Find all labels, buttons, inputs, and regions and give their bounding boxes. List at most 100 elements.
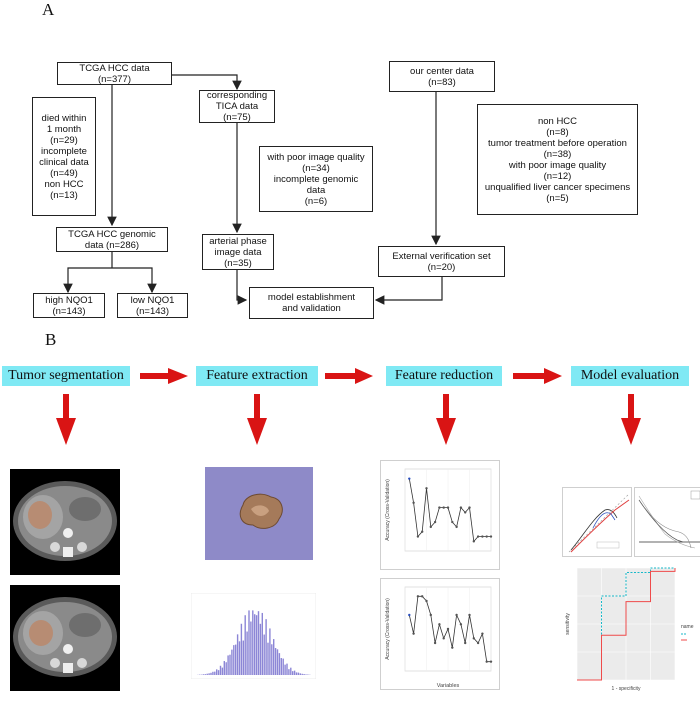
histogram-bar <box>292 671 294 675</box>
y-axis-label: Accuracy (Cross-Validation) <box>385 479 391 541</box>
data-point <box>425 599 428 603</box>
step-model-evaluation: Model evaluation <box>571 366 689 386</box>
roc-y-label: sensitivity <box>565 613 571 635</box>
calibration-plot <box>562 487 632 557</box>
data-point <box>442 506 445 509</box>
arrow-down-3 <box>436 394 456 445</box>
histogram-bar <box>288 669 290 675</box>
panel-b-label: B <box>45 330 57 349</box>
data-point <box>464 511 467 514</box>
histogram-bar <box>252 610 254 675</box>
histogram-bar <box>274 648 277 675</box>
roc-series-line <box>577 568 676 681</box>
histogram-bar <box>297 672 300 675</box>
histogram-bar <box>259 623 262 675</box>
data-point <box>464 641 467 645</box>
data-point <box>481 632 484 635</box>
data-point <box>425 487 428 490</box>
data-point <box>451 646 454 649</box>
data-point <box>429 613 432 617</box>
data-point <box>451 520 454 524</box>
data-point <box>412 632 415 635</box>
histogram-bar <box>238 641 241 675</box>
histogram-bar <box>286 663 288 675</box>
histogram-bar <box>206 673 208 675</box>
x-axis-label: Variables <box>437 683 460 689</box>
tcga-hcc-data-box: TCGA HCC data(n=377) <box>57 62 172 85</box>
data-point <box>446 627 450 631</box>
histogram-bar <box>227 655 229 675</box>
data-point <box>472 637 475 640</box>
data-point <box>485 535 488 538</box>
histogram-bar <box>204 674 206 675</box>
data-point <box>438 506 441 509</box>
histogram-bar <box>202 674 205 675</box>
histogram-bar <box>303 674 305 675</box>
data-point <box>476 641 480 645</box>
histogram-bar <box>273 639 275 675</box>
histogram-bar <box>305 674 307 675</box>
data-point <box>459 506 463 509</box>
histogram-bar <box>293 670 296 675</box>
data-point <box>433 520 437 524</box>
histogram-bar <box>299 673 301 675</box>
histogram-bar <box>295 672 298 675</box>
center-excluded-box: non HCC(n=8) tumor treatment before oper… <box>477 104 638 215</box>
histogram-bar <box>267 642 269 675</box>
histogram-bar <box>276 649 279 675</box>
arrow-right-1 <box>140 368 188 384</box>
feature-reduction-plot-bottom: Accuracy (Cross-Validation)Variables <box>380 578 500 690</box>
data-point <box>472 540 475 543</box>
data-point <box>455 613 458 617</box>
data-point <box>416 595 420 598</box>
flowchart-connectors <box>63 74 443 305</box>
ct-scan-image-2 <box>10 585 120 691</box>
roc-curve-plot: 1 - specificity sensitivity name <box>562 561 700 692</box>
red-arrows <box>56 368 641 445</box>
data-point <box>421 595 424 598</box>
data-point <box>416 535 420 538</box>
histogram-bar <box>257 611 260 675</box>
histogram-bar <box>248 610 250 675</box>
low-nqo1-box: low NQO1(n=143) <box>117 293 188 318</box>
data-point <box>468 613 471 617</box>
data-point <box>476 535 480 538</box>
step-tumor-segmentation: Tumor segmentation <box>2 366 130 386</box>
histogram-bar <box>263 634 265 675</box>
histogram-bar <box>236 634 239 675</box>
arrow-down-4 <box>621 394 641 445</box>
data-point <box>489 535 493 538</box>
histogram-bar <box>214 671 216 675</box>
feature-reduction-plot-top: Accuracy (Cross-Validation) <box>380 460 500 570</box>
poor-quality-box: with poor image quality(n=34) incomplete… <box>259 146 373 212</box>
arrow-down-1 <box>56 394 76 445</box>
roc-x-label: 1 - specificity <box>612 686 641 692</box>
data-point <box>412 501 415 504</box>
data-point <box>481 535 484 538</box>
decision-curve-plot <box>634 487 700 557</box>
tumor-3d-render <box>205 467 313 560</box>
legend-title: name <box>681 624 694 630</box>
histogram-bar <box>229 654 231 675</box>
histogram-bar <box>278 653 281 675</box>
histogram-bar <box>244 615 246 675</box>
histogram-bar <box>217 670 220 675</box>
histogram-bar <box>290 667 292 675</box>
histogram-bar <box>271 644 273 675</box>
data-point <box>408 477 411 480</box>
histogram-bar <box>221 667 224 675</box>
data-point <box>459 623 463 626</box>
high-nqo1-box: high NQO1(n=143) <box>33 293 105 318</box>
ct-scan-image-1 <box>10 469 120 575</box>
histogram-bar <box>282 658 284 675</box>
histogram-bar <box>246 631 248 675</box>
data-point <box>468 506 471 509</box>
histogram-bar <box>250 621 252 675</box>
histogram-bar <box>254 614 256 675</box>
histogram-bar <box>223 661 225 675</box>
